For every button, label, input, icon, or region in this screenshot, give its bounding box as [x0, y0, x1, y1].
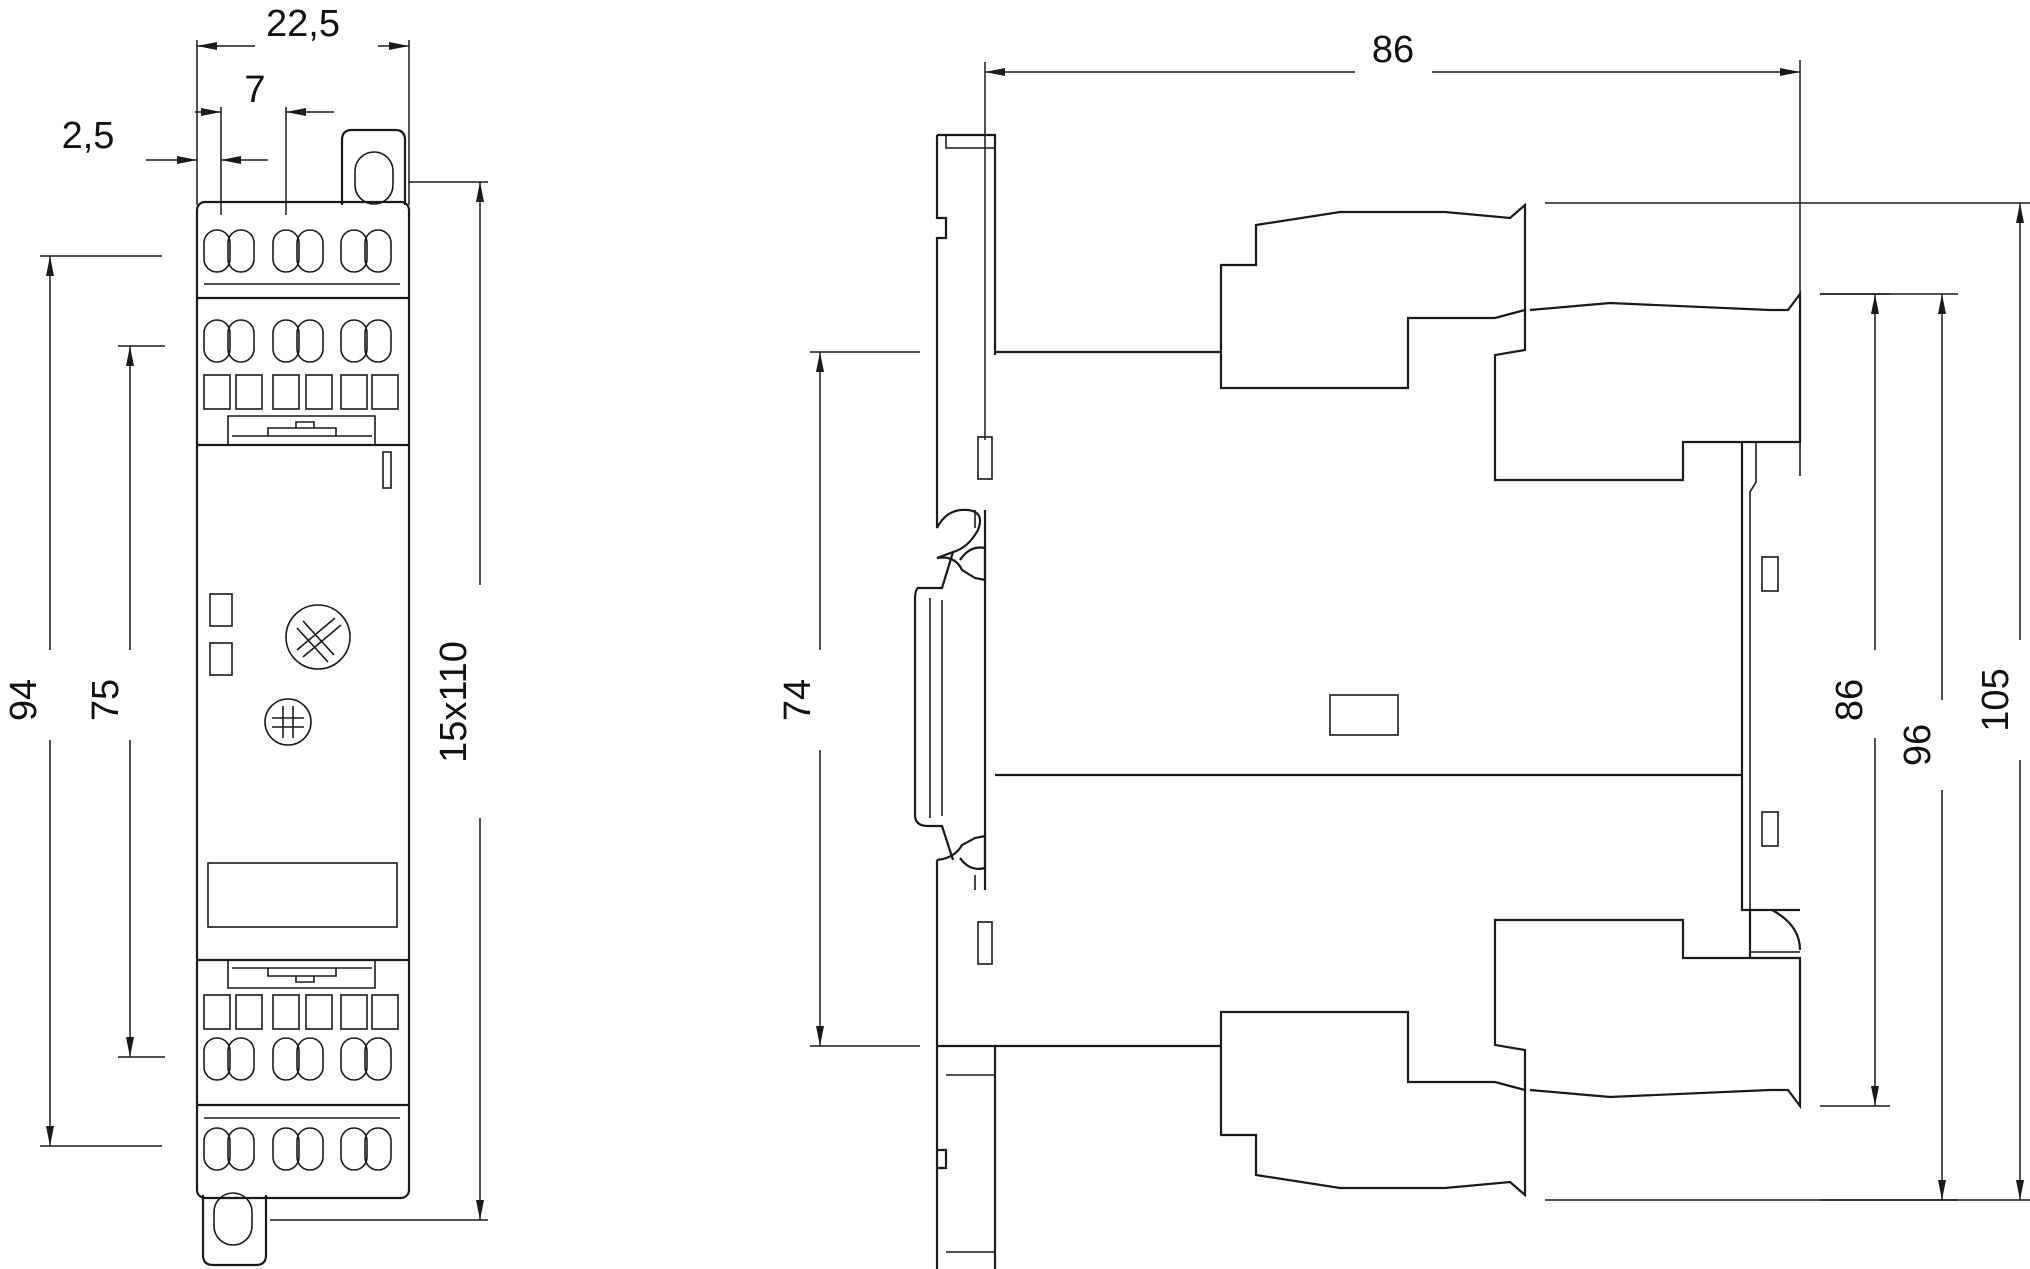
side-body	[995, 350, 1742, 1048]
dim-height-outer-label: 94	[3, 679, 45, 721]
terminal-openings-upper	[203, 374, 399, 410]
terminal-screws-row-3	[203, 1037, 392, 1081]
center-label-window	[1329, 694, 1399, 736]
terminal-openings-lower	[203, 994, 399, 1030]
dim-depth-label: 86	[1372, 29, 1414, 71]
top-mounting-tab	[340, 128, 407, 205]
label-window	[207, 862, 398, 928]
clip-window-lower	[1761, 811, 1779, 847]
led-indicator	[382, 451, 392, 489]
dim-offset-label: 2,5	[62, 115, 115, 157]
front-view: 22,5 7 2,5 94 75 15x110	[3, 3, 488, 1267]
status-led-2	[209, 642, 233, 676]
dim-height-105-label: 105	[1975, 668, 2017, 731]
status-led-1	[209, 593, 233, 627]
upper-terminal-block	[197, 229, 409, 447]
dim-rail-height-label: 74	[777, 679, 819, 721]
dim-rail-label: 15x110	[433, 641, 475, 763]
dim-height-86-label: 86	[1829, 679, 1871, 721]
dim-width-label: 22,5	[266, 3, 340, 45]
device-housing	[195, 200, 411, 1200]
clip-window-upper	[1761, 556, 1779, 592]
latch-slot-lower	[977, 921, 993, 965]
bottom-mounting-tab	[201, 1192, 268, 1267]
side-clip	[1740, 442, 1802, 958]
dim-height-inner-label: 75	[85, 679, 127, 721]
back-plate	[935, 133, 997, 1269]
din-rail-profile	[913, 510, 987, 890]
side-view-dimensions	[810, 60, 2030, 1201]
terminal-screws-row-1	[203, 229, 400, 285]
dim-height-96-label: 96	[1897, 724, 1939, 766]
lower-terminal-block	[197, 958, 409, 1171]
side-view: 86 74 86 96 105	[777, 29, 2030, 1269]
terminal-screws-row-4	[203, 1127, 392, 1171]
dim-pitch-label: 7	[244, 69, 265, 111]
front-panel	[207, 451, 398, 928]
upper-terminal-profile	[1219, 202, 1802, 482]
adjustment-potentiometer-large	[285, 604, 351, 670]
lower-terminal-profile	[1219, 918, 1802, 1198]
latch-slot-upper	[977, 436, 993, 480]
adjustment-potentiometer-small	[264, 698, 312, 746]
front-view-dimensions	[40, 40, 488, 1221]
terminal-screws-row-2	[203, 319, 392, 363]
